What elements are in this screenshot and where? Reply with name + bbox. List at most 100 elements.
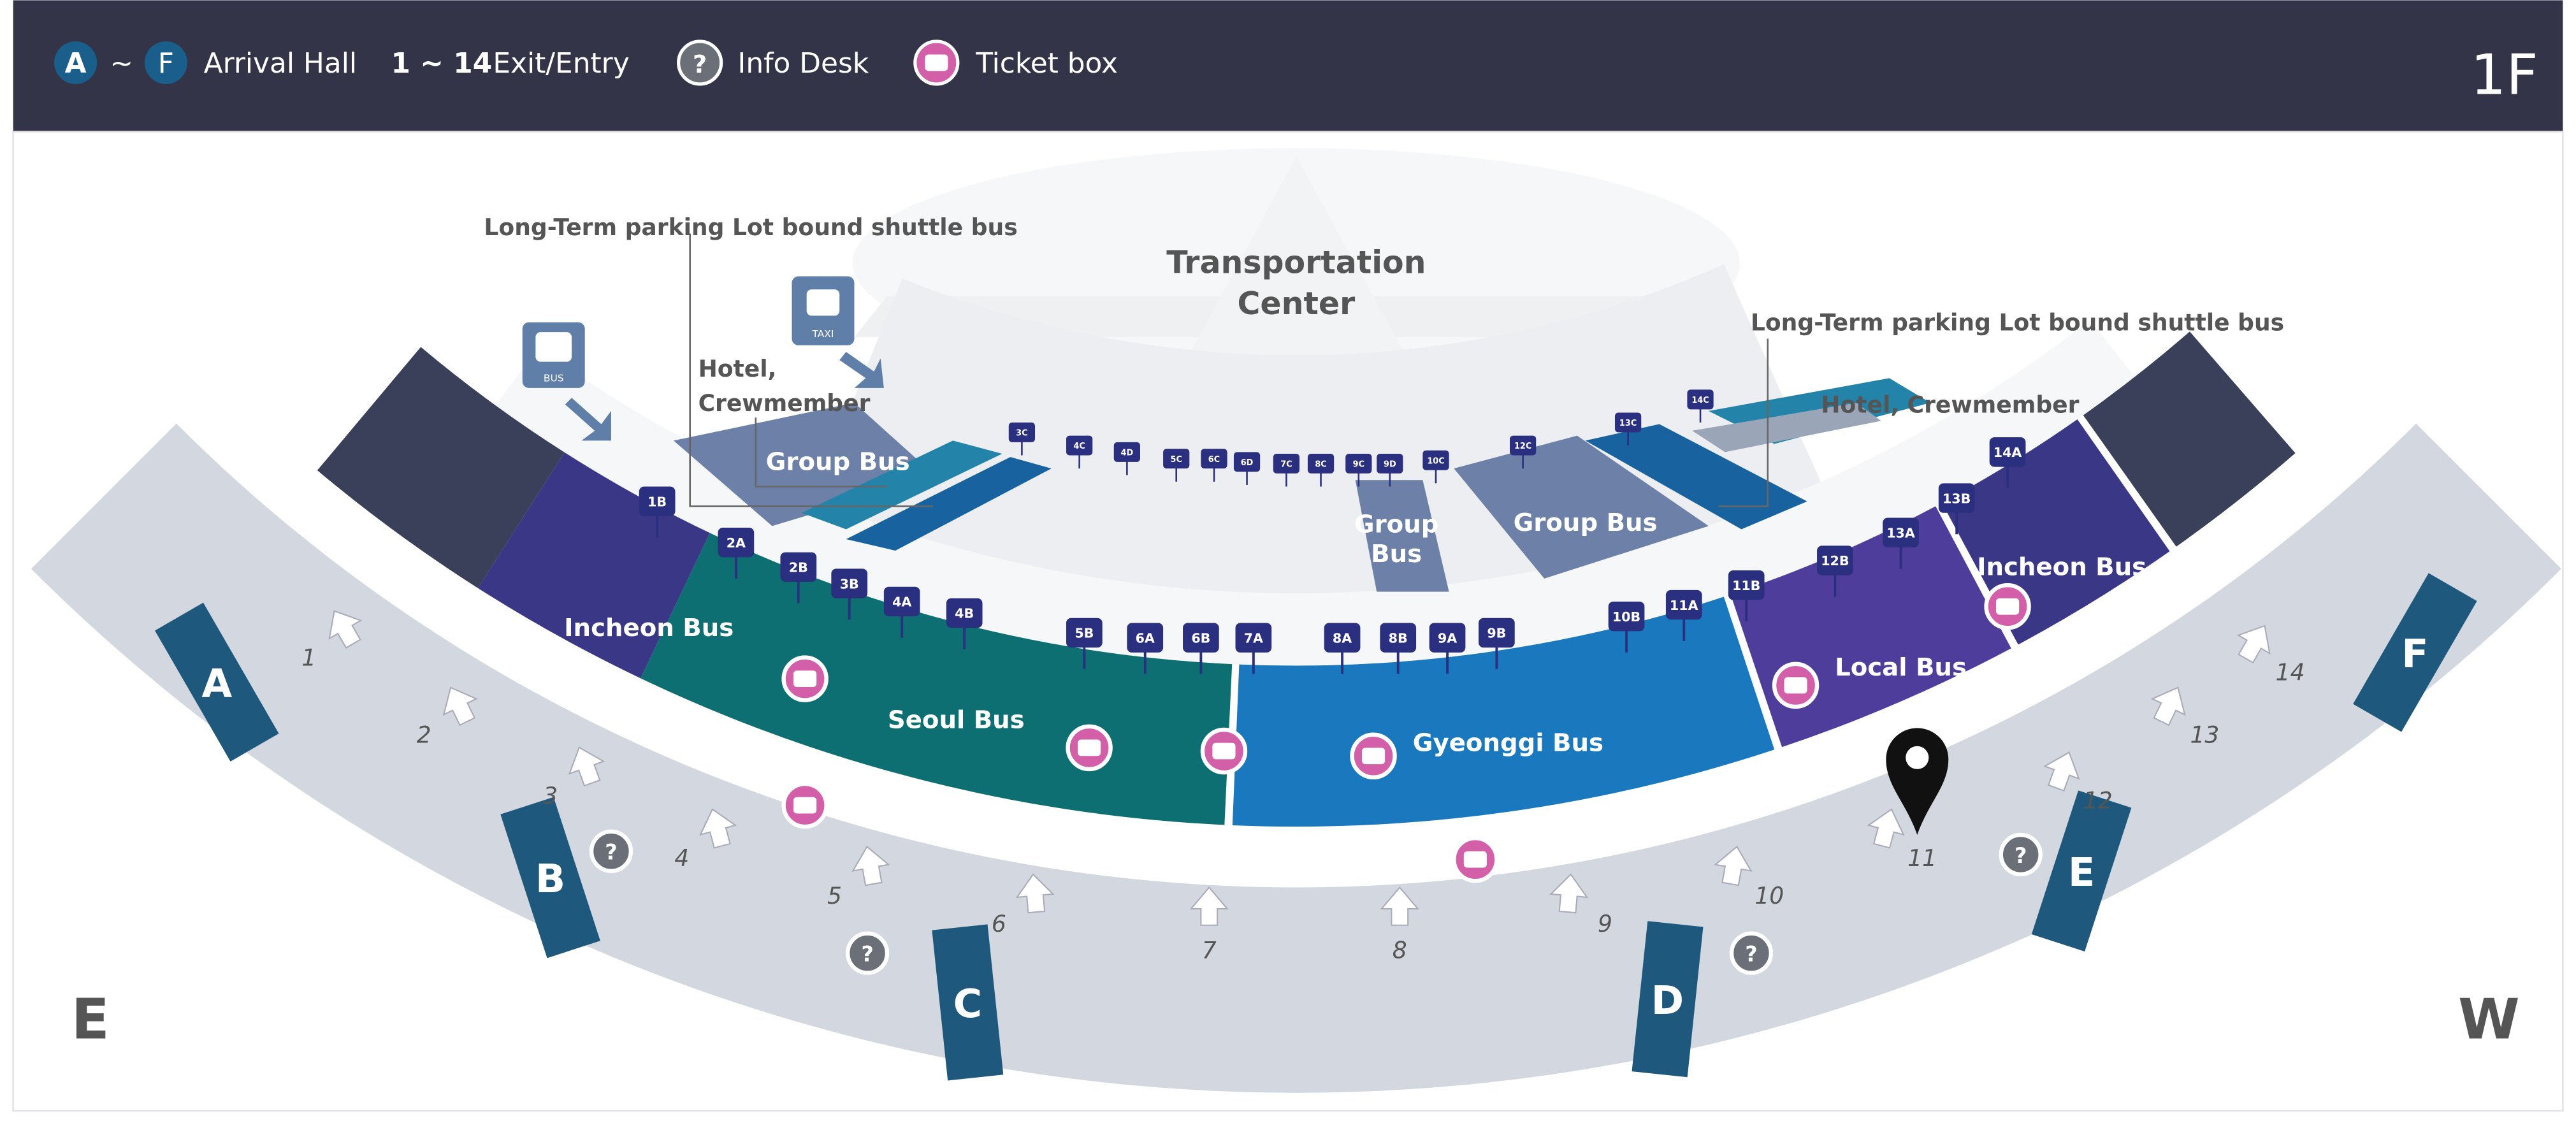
bus-stop-8c[interactable]: 8C	[1307, 453, 1335, 487]
exit-13[interactable]: 13	[2145, 679, 2219, 749]
bus-stop-12b[interactable]: 12B	[1817, 546, 1853, 597]
bus-stop-label: 13A	[1886, 525, 1915, 540]
hotel-area-right-2	[1692, 403, 1881, 452]
bus-stop-6d[interactable]: 6D	[1233, 452, 1261, 485]
bus-stop-6a[interactable]: 6A	[1127, 623, 1164, 674]
exit-10[interactable]: 10	[1712, 844, 1784, 910]
arrival-hall-f[interactable]: F	[2353, 573, 2477, 732]
exit-1[interactable]: 1	[301, 602, 369, 672]
info-desk-icon[interactable]: ?	[1729, 931, 1774, 975]
bus-stop-8b[interactable]: 8B	[1380, 623, 1417, 674]
bus-stop-label: 12B	[1821, 553, 1849, 568]
bus-stop-4d[interactable]: 4D	[1113, 442, 1140, 475]
bus-stop-9c[interactable]: 9C	[1345, 453, 1372, 487]
bus-stop-4c[interactable]: 4C	[1066, 435, 1093, 469]
bus-stop-9a[interactable]: 9A	[1429, 623, 1466, 674]
info-desk-icon[interactable]: ?	[845, 931, 890, 975]
bus-stop-11b[interactable]: 11B	[1728, 570, 1765, 621]
exit-number: 14	[2276, 660, 2305, 686]
svg-text:?: ?	[1745, 941, 1757, 966]
ticket-box-icon[interactable]	[1452, 835, 1499, 883]
bus-stop-label: 6B	[1191, 630, 1210, 646]
bus-stop-2b[interactable]: 2B	[780, 552, 817, 604]
bus-stop-label: 4B	[955, 606, 974, 621]
bus-stop-label: 10B	[1612, 609, 1640, 625]
bus-stop-6c[interactable]: 6C	[1201, 449, 1227, 482]
ticket-box-icon[interactable]	[1772, 662, 1820, 709]
arrival-hall-d[interactable]: D	[1632, 921, 1704, 1078]
arrival-hall-a[interactable]: A	[155, 602, 279, 762]
ticket-box-icon[interactable]	[781, 781, 829, 829]
arrival-hall-c[interactable]: C	[932, 924, 1004, 1081]
ticket-box-icon[interactable]	[1350, 732, 1397, 779]
bus-stop-14c[interactable]: 14C	[1687, 389, 1714, 423]
bus-stop-9d[interactable]: 9D	[1377, 453, 1403, 487]
exit-number: 4	[674, 845, 689, 872]
ticket-box-icon[interactable]	[1984, 582, 2031, 630]
bus-stop-13b[interactable]: 13B	[1938, 483, 1975, 535]
bus-stop-label: 9D	[1384, 460, 1396, 470]
bus-stop-4a[interactable]: 4A	[883, 586, 920, 638]
bus-stop-14a[interactable]: 14A	[1989, 437, 2026, 489]
bus-stop-label: 4D	[1121, 449, 1134, 458]
exit-9[interactable]: 9	[1549, 873, 1612, 938]
legend-exit-range: 1 ~ 14	[391, 47, 493, 80]
bus-stop-8a[interactable]: 8A	[1324, 623, 1361, 674]
legend-hall-from: A	[65, 47, 87, 80]
exit-5[interactable]: 5	[827, 844, 892, 910]
exit-7[interactable]: 7	[1189, 886, 1229, 964]
info-desk-icon[interactable]: ?	[589, 829, 633, 873]
hall-label: A	[201, 660, 232, 706]
bus-stop-12c[interactable]: 12C	[1510, 435, 1537, 469]
bus-stop-11a[interactable]: 11A	[1665, 589, 1702, 641]
gray-walkway-band	[31, 423, 2561, 1093]
location-pin-icon[interactable]	[1886, 728, 1949, 835]
group-bus-center-label: Bus	[1371, 540, 1422, 568]
bus-stop-9b[interactable]: 9B	[1479, 618, 1515, 669]
exit-arrow-icon	[442, 686, 478, 727]
exit-8[interactable]: 8	[1380, 886, 1419, 964]
exit-number: 10	[1755, 883, 1784, 909]
bus-stop-7a[interactable]: 7A	[1235, 623, 1272, 674]
exit-arrow-icon	[1867, 808, 1905, 849]
svg-text:?: ?	[605, 840, 617, 865]
svg-text:?: ?	[861, 941, 873, 966]
bus-stop-4b[interactable]: 4B	[946, 598, 983, 649]
bus-stop-3b[interactable]: 3B	[831, 568, 868, 620]
bus-stop-label: 9A	[1438, 630, 1457, 646]
exit-4[interactable]: 4	[674, 805, 739, 872]
bus-stop-3c[interactable]: 3C	[1008, 422, 1036, 456]
bus-stop-5b[interactable]: 5B	[1066, 618, 1103, 669]
exit-3[interactable]: 3	[543, 741, 609, 809]
ticket-box-icon[interactable]	[781, 655, 829, 702]
ticket-box-icon[interactable]	[1200, 727, 1248, 775]
bus-stop-label: 11A	[1670, 598, 1698, 613]
exit-6[interactable]: 6	[992, 873, 1055, 938]
bus-stop-10c[interactable]: 10C	[1422, 450, 1449, 484]
bus-stop-label: 3B	[840, 576, 859, 591]
exit-2[interactable]: 2	[417, 679, 484, 749]
bus-stop-10b[interactable]: 10B	[1608, 601, 1645, 653]
exit-12[interactable]: 12	[2039, 746, 2113, 814]
svg-text:?: ?	[693, 50, 707, 79]
map-frame	[12, 131, 2564, 1112]
exit-14[interactable]: 14	[2230, 617, 2305, 686]
shuttle-left-label: Long-Term parking Lot bound shuttle bus	[484, 214, 1017, 241]
bus-stop-13a[interactable]: 13A	[1883, 517, 1919, 569]
local-bus-label: Local Bus	[1835, 653, 1967, 682]
exit-11[interactable]: 11	[1864, 805, 1937, 872]
ticket-box-icon[interactable]	[1066, 724, 1113, 772]
bus-stop-1b[interactable]: 1B	[639, 486, 676, 538]
bus-stop-13c[interactable]: 13C	[1614, 412, 1642, 446]
legend-bar	[13, 0, 2563, 132]
bus-stop-5c[interactable]: 5C	[1163, 449, 1190, 482]
bus-stop-label: 4A	[892, 595, 911, 610]
arrival-hall-e[interactable]: E	[2031, 790, 2132, 952]
hall-pillar	[1632, 921, 1704, 1078]
legend-info-label: Info Desk	[737, 47, 869, 80]
bus-stop-7c[interactable]: 7C	[1273, 453, 1300, 487]
bus-stop-2a[interactable]: 2A	[718, 527, 755, 579]
info-desk-icon[interactable]: ?	[1999, 832, 2043, 877]
arrival-hall-b[interactable]: B	[500, 797, 600, 958]
bus-stop-6b[interactable]: 6B	[1183, 623, 1219, 674]
